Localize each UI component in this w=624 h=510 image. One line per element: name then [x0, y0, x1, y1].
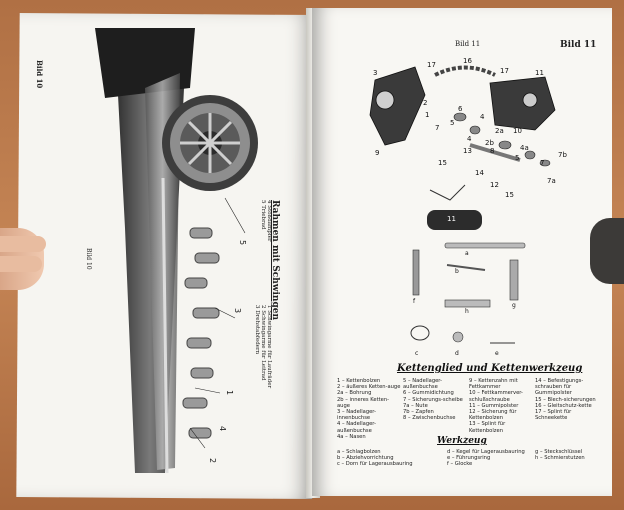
- tool-item: b – Abziehvorrichtung: [337, 455, 394, 462]
- legend-item: 4a – Nasen: [337, 433, 366, 440]
- left-page-header: Bild 10: [35, 60, 44, 89]
- part-number-6: 6: [458, 105, 463, 113]
- part-number-1: 1: [425, 111, 429, 119]
- tool-item: f – Glocke: [447, 461, 473, 468]
- tool-item: g – Steckschlüssel: [535, 449, 583, 455]
- right-page: [312, 8, 612, 496]
- part-number-15: 15: [438, 159, 447, 167]
- part-number-5: 5: [450, 119, 454, 127]
- part-number-15b: 15: [505, 191, 514, 199]
- legend-item: 9 – Kettenzahn mit Fettkammer: [469, 378, 518, 391]
- part-number-10: 10: [513, 127, 522, 135]
- tool-letter-h: h: [465, 308, 469, 315]
- legend-item: 12 – Sicherung für Kettenbolzen: [469, 409, 517, 422]
- callout-3: 3: [233, 308, 242, 313]
- legend-item: 7b – Zapfen: [403, 409, 434, 416]
- right-header-right: Bild 11: [560, 40, 597, 50]
- parts-legend: 1 – Kettenbolzen 2 – äußeres Ketten-auge…: [337, 378, 597, 468]
- tools-col-2: d – Kegel für Lagerausbauring e – Führun…: [447, 449, 525, 468]
- legend-item: 10 – Fettkammerver-schlußschraube: [469, 390, 523, 403]
- legend-item: 5 – Nadellager-außenbuchse: [403, 378, 442, 391]
- finger: [0, 236, 46, 252]
- part-number-12: 12: [490, 181, 499, 189]
- legend-item: 2a – Bohrung: [337, 390, 372, 397]
- legend-item: 7 – Sicherungs-scheibe: [403, 396, 463, 403]
- frame-photo: 5 3 1 4 2: [95, 28, 258, 473]
- tool-letter-b: b: [455, 268, 459, 275]
- legend-item: 2b – inneres Ketten-auge: [337, 396, 390, 409]
- caption-item-3: 3 Drehstabfedern: [254, 305, 260, 355]
- part-number-16: 16: [463, 57, 472, 65]
- part-number-11b: 11: [447, 215, 456, 223]
- part-number-4: 4: [480, 113, 485, 121]
- tool-letter-d: d: [455, 350, 459, 357]
- part-number-8: 8: [490, 147, 494, 155]
- part-number-4a: 4a: [520, 144, 529, 152]
- tool-item: d – Kegel für Lagerausbauring: [447, 449, 525, 455]
- part-number-5b: 5: [515, 154, 519, 162]
- part-number-14: 14: [475, 169, 484, 177]
- legend-item: 4 – Nadellager-außenbuchse: [337, 421, 376, 434]
- tool-letter-f: f: [413, 298, 416, 305]
- legend-item: 7a – Nute: [403, 402, 428, 409]
- part-number-2a: 2a: [495, 127, 504, 135]
- part-number-9: 9: [375, 149, 379, 157]
- caption-item-4: 4 Stoßdämpfer: [266, 200, 272, 242]
- right-header-left: Bild 11: [455, 40, 481, 48]
- tool-letter-c: c: [415, 350, 418, 357]
- part-number-3: 3: [373, 69, 377, 77]
- tools-col-3: g – Steckschlüssel h – Schmierstutzen: [535, 449, 585, 461]
- page-clamp: [590, 218, 624, 284]
- tool-item: h – Schmierstutzen: [535, 455, 585, 462]
- part-number-2b: 2b: [485, 139, 494, 147]
- part-number-13: 13: [463, 147, 472, 155]
- part-number-4b: 4: [467, 135, 472, 143]
- legend-col-2: 5 – Nadellager-außenbuchse 6 – Gummidich…: [403, 378, 467, 421]
- tools-title: Werkzeug: [437, 436, 487, 446]
- legend-item: 1 – Kettenbolzen: [337, 378, 381, 384]
- left-side-label: Bild 10: [85, 248, 92, 270]
- part-number-17: 17: [427, 61, 436, 69]
- legend-item: 8 – Zwischenbuchse: [403, 415, 456, 422]
- legend-col-1: 1 – Kettenbolzen 2 – äußeres Ketten-auge…: [337, 378, 401, 440]
- caption-item-5: 5 Triebrad: [260, 200, 266, 230]
- legend-item: 15 – Blech-sicherungen: [535, 396, 596, 403]
- tool-letter-a: a: [465, 250, 469, 257]
- part-number-7b: 7b: [558, 151, 567, 159]
- tools-col-1: a – Schlagbolzen b – Abziehvorrichtung c…: [337, 449, 413, 468]
- tool-letter-e: e: [495, 350, 499, 357]
- tools-legend: a – Schlagbolzen b – Abziehvorrichtung c…: [337, 449, 597, 479]
- legend-item: 2 – äußeres Ketten-auge: [337, 384, 401, 391]
- tool-item: e – Führungsring: [447, 455, 491, 462]
- legend-item: 13 – Splint für Kettenbolzen: [469, 421, 506, 434]
- part-number-2: 2: [423, 99, 427, 107]
- legend-item: 3 – Nadellager-innenbuchse: [337, 409, 376, 422]
- caption-item-2: 2 Schwingarme für Leitrad: [260, 305, 266, 381]
- finger: [0, 256, 42, 272]
- tool-item: c – Dorn für Lagerausbauring: [337, 461, 413, 468]
- legend-item: 16 – Gleitschutz-kette: [535, 402, 592, 409]
- callout-1: 1: [225, 390, 234, 395]
- legend-item: 14 – Befestigungs-schrauben für Gummipol…: [535, 378, 584, 397]
- legend-item: 11 – Gummipolster: [469, 402, 519, 409]
- part-number-11: 11: [535, 69, 544, 77]
- tool-item: a – Schlagbolzen: [337, 449, 381, 455]
- callout-4: 4: [218, 426, 227, 431]
- legend-item: 17 – Splint für Schneekette: [535, 409, 572, 422]
- part-number-7a: 7a: [547, 177, 556, 185]
- legend-item: 6 – Gummidichtung: [403, 390, 454, 397]
- legend-col-4: 14 – Befestigungs-schrauben für Gummipol…: [535, 378, 599, 421]
- section-title: Kettenglied und Kettenwerkzeug: [397, 363, 583, 374]
- part-number-17b: 17: [500, 67, 509, 75]
- caption-item-1: 1 Schwingarme für Laufräder: [266, 305, 272, 389]
- parts-diagram: 3 17 16 17 11 2 1 9 7 6 5 4 2a 10 2b 4 8…: [369, 57, 567, 357]
- callout-2: 2: [208, 458, 217, 463]
- callout-5: 5: [238, 240, 247, 245]
- part-number-7c: 7: [540, 159, 544, 167]
- part-number-7: 7: [435, 124, 439, 132]
- tool-letter-g: g: [512, 302, 516, 309]
- legend-col-3: 9 – Kettenzahn mit Fettkammer 10 – Fettk…: [469, 378, 533, 434]
